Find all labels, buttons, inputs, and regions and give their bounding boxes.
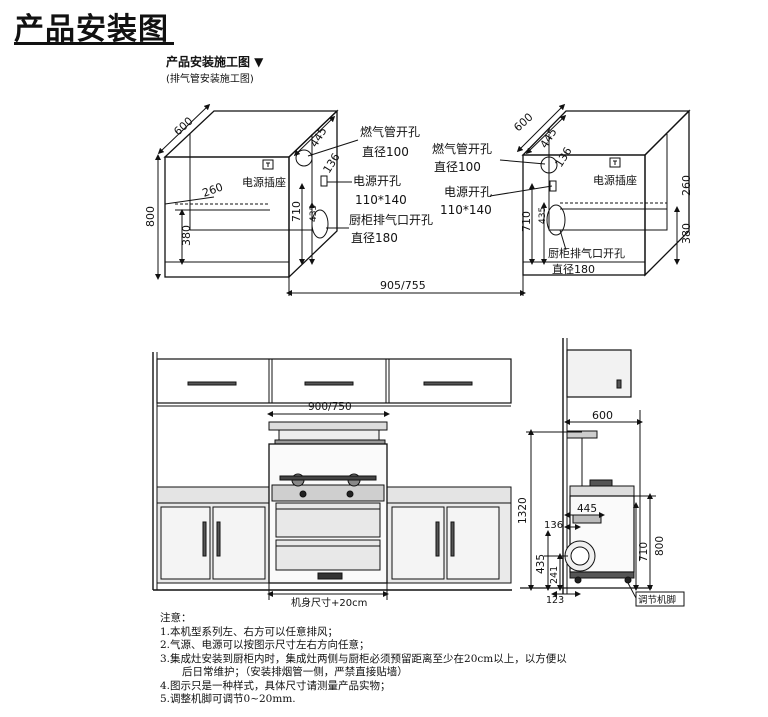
right-exhaust-label: 厨柜排气口开孔 <box>548 246 625 260</box>
gap-width-dimension: 905/755 <box>286 279 526 296</box>
left-exhaust-label: 厨柜排气口开孔 <box>349 212 433 227</box>
note-item: 1.本机型系列左、右方可以任意排风； <box>160 625 339 638</box>
side-710-label: 710 <box>638 542 650 562</box>
gap-width-label: 905/755 <box>380 279 426 292</box>
right-power-hole-size: 110*140 <box>440 203 492 217</box>
side-435-label: 435 <box>535 554 547 574</box>
left-power-hole-label: 电源开孔 <box>353 174 401 188</box>
left-380-label: 380 <box>180 225 193 246</box>
right-depth-label: 600 <box>511 111 535 135</box>
front-body-size-label: 机身尺寸+20cm <box>291 596 367 609</box>
right-socket-label: 电源插座 <box>593 173 637 187</box>
installation-diagram: 600 800 260 380 445 136 710 435 电源插座 燃气管… <box>144 103 693 609</box>
right-gas-hole-label: 燃气管开孔 <box>432 141 492 156</box>
left-136-label: 136 <box>321 151 343 176</box>
notes-block: 注意： 1.本机型系列左、右方可以任意排风； 2.气源、电源可以按图示尺寸左右方… <box>160 612 567 707</box>
title-underline <box>14 42 174 45</box>
diagram-caption: (排气管安装施工图) <box>166 74 254 85</box>
side-depth-label: 600 <box>592 409 613 422</box>
left-height-label: 800 <box>144 206 157 227</box>
left-exhaust-dia: 直径180 <box>351 231 398 245</box>
right-260-label: 260 <box>680 175 693 196</box>
right-136-label: 136 <box>553 145 575 170</box>
right-cabinet <box>489 103 691 296</box>
note-item: 2.气源、电源可以按图示尺寸左右方向任意； <box>160 639 370 651</box>
left-260-label: 260 <box>201 180 225 199</box>
left-710-label: 710 <box>290 201 303 222</box>
right-gas-hole-dia: 直径100 <box>434 160 481 174</box>
right-710-label: 710 <box>520 211 533 232</box>
left-socket-label: 电源插座 <box>242 175 286 189</box>
right-435-label: 435 <box>538 207 548 224</box>
right-445-label: 445 <box>538 126 560 151</box>
left-445-label: 445 <box>308 125 330 150</box>
note-item: 3.集成灶安装到厨柜内时，集成灶两侧与厨柜必须预留距离至少在20cm以上，以方便… <box>160 652 567 665</box>
side-foot-label: 调节机脚 <box>638 594 676 606</box>
side-800-label: 800 <box>654 536 666 556</box>
right-380-label: 380 <box>680 223 693 244</box>
left-gas-hole-dia: 直径100 <box>362 145 409 159</box>
right-cabinet-labels: 600 445 136 710 435 260 380 电源插座 燃气管开孔 直… <box>432 111 693 276</box>
side-1320-label: 1320 <box>517 497 529 524</box>
note-item: 后日常维护；（安装排烟管一侧，严禁直接贴墙） <box>182 666 408 678</box>
side-view <box>520 338 685 607</box>
side-136-label: 136 <box>544 520 563 531</box>
right-exhaust-dia: 直径180 <box>552 262 595 276</box>
left-power-hole-size: 110*140 <box>355 193 407 207</box>
side-123-label: 123 <box>546 595 564 606</box>
side-445-label: 445 <box>577 503 597 515</box>
right-power-hole-label: 电源开孔 <box>444 185 492 199</box>
notes-heading: 注意： <box>160 612 192 624</box>
left-depth-label: 600 <box>171 115 195 139</box>
note-item: 4.图示只是一种样式，具体尺寸请测量产品实物； <box>160 679 391 692</box>
side-241-label: 241 <box>549 566 560 584</box>
front-top-width-label: 900/750 <box>308 401 352 413</box>
left-gas-hole-label: 燃气管开孔 <box>360 124 420 139</box>
left-cabinet <box>155 103 359 296</box>
front-view <box>152 352 512 600</box>
diagram-subtitle: 产品安装施工图 ▼ <box>166 55 264 69</box>
page-title: 产品安装图 <box>14 12 169 47</box>
front-view-labels: 900/750 机身尺寸+20cm <box>291 401 367 609</box>
left-435-label: 435 <box>309 205 319 222</box>
side-view-labels: 600 445 136 1320 800 710 435 241 123 调节机… <box>517 409 676 606</box>
note-item: 5.调整机脚可调节0~20mm. <box>160 693 296 705</box>
